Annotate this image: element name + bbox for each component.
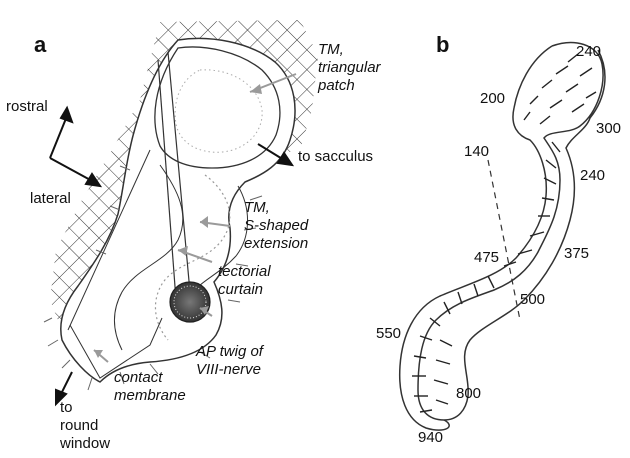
num-550: 550: [376, 325, 401, 342]
num-200: 200: [480, 90, 505, 107]
panel-a-letter: a: [34, 32, 47, 57]
label-tm-triangular: TM, triangular patch: [317, 41, 385, 94]
orientation-axes: [50, 108, 100, 186]
num-140: 140: [464, 143, 489, 160]
num-500: 500: [520, 291, 545, 308]
hair-cell-arrows: [412, 54, 596, 412]
ap-twig-nerve: [170, 282, 210, 322]
panel-a: a: [6, 20, 385, 452]
label-to-round-window: to round window: [59, 399, 110, 452]
num-800: 800: [456, 385, 481, 402]
macula-b-outline-inner: [400, 46, 552, 430]
label-tm-s-shaped: TM, S-shaped extension: [244, 199, 312, 252]
label-ap-twig: AP twig of VIII-nerve: [195, 343, 267, 378]
num-475: 475: [474, 249, 499, 266]
num-300: 300: [596, 120, 621, 137]
label-contact-membrane: contact membrane: [114, 369, 186, 404]
panel-b-letter: b: [436, 32, 449, 57]
panel-b: b: [376, 32, 621, 446]
label-lateral: lateral: [30, 190, 71, 207]
label-tectorial-curtain: tectorial curtain: [218, 263, 275, 298]
division-line: [488, 160, 520, 320]
label-rostral: rostral: [6, 98, 48, 115]
num-940: 940: [418, 429, 443, 446]
num-375: 375: [564, 245, 589, 262]
num-240-top: 240: [576, 43, 601, 60]
num-240-mid: 240: [580, 167, 605, 184]
label-to-sacculus: to sacculus: [298, 148, 373, 165]
